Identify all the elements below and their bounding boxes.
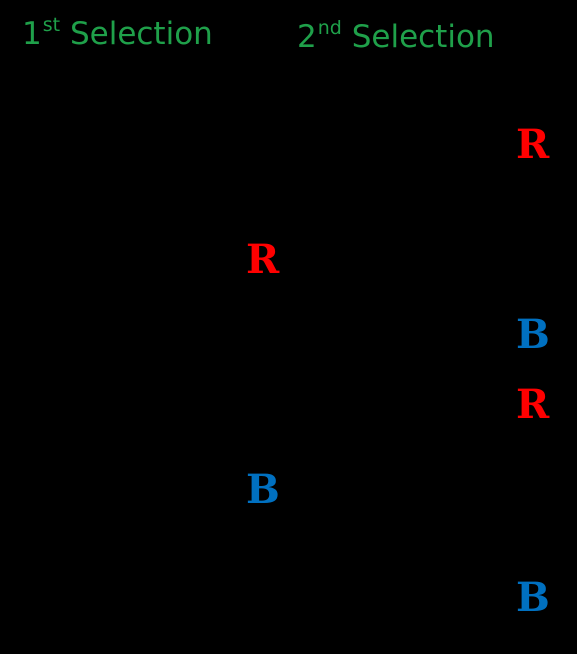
first-selection-word: Selection: [69, 16, 213, 52]
first-selection-number: 1: [22, 16, 42, 52]
second-selection-heading: 2nd Selection: [297, 19, 495, 55]
second-node-blue-after-blue: B: [516, 574, 550, 621]
second-selection-suffix: nd: [317, 17, 342, 39]
first-selection-suffix: st: [42, 14, 61, 36]
first-node-red: R: [246, 236, 280, 283]
second-selection-word: Selection: [351, 19, 495, 55]
second-node-red-after-blue: R: [516, 381, 550, 428]
second-node-red-after-red: R: [516, 121, 550, 168]
first-node-blue: B: [246, 466, 280, 513]
second-selection-number: 2: [297, 19, 317, 55]
first-selection-heading: 1st Selection: [22, 16, 213, 52]
second-node-blue-after-red: B: [516, 311, 550, 358]
